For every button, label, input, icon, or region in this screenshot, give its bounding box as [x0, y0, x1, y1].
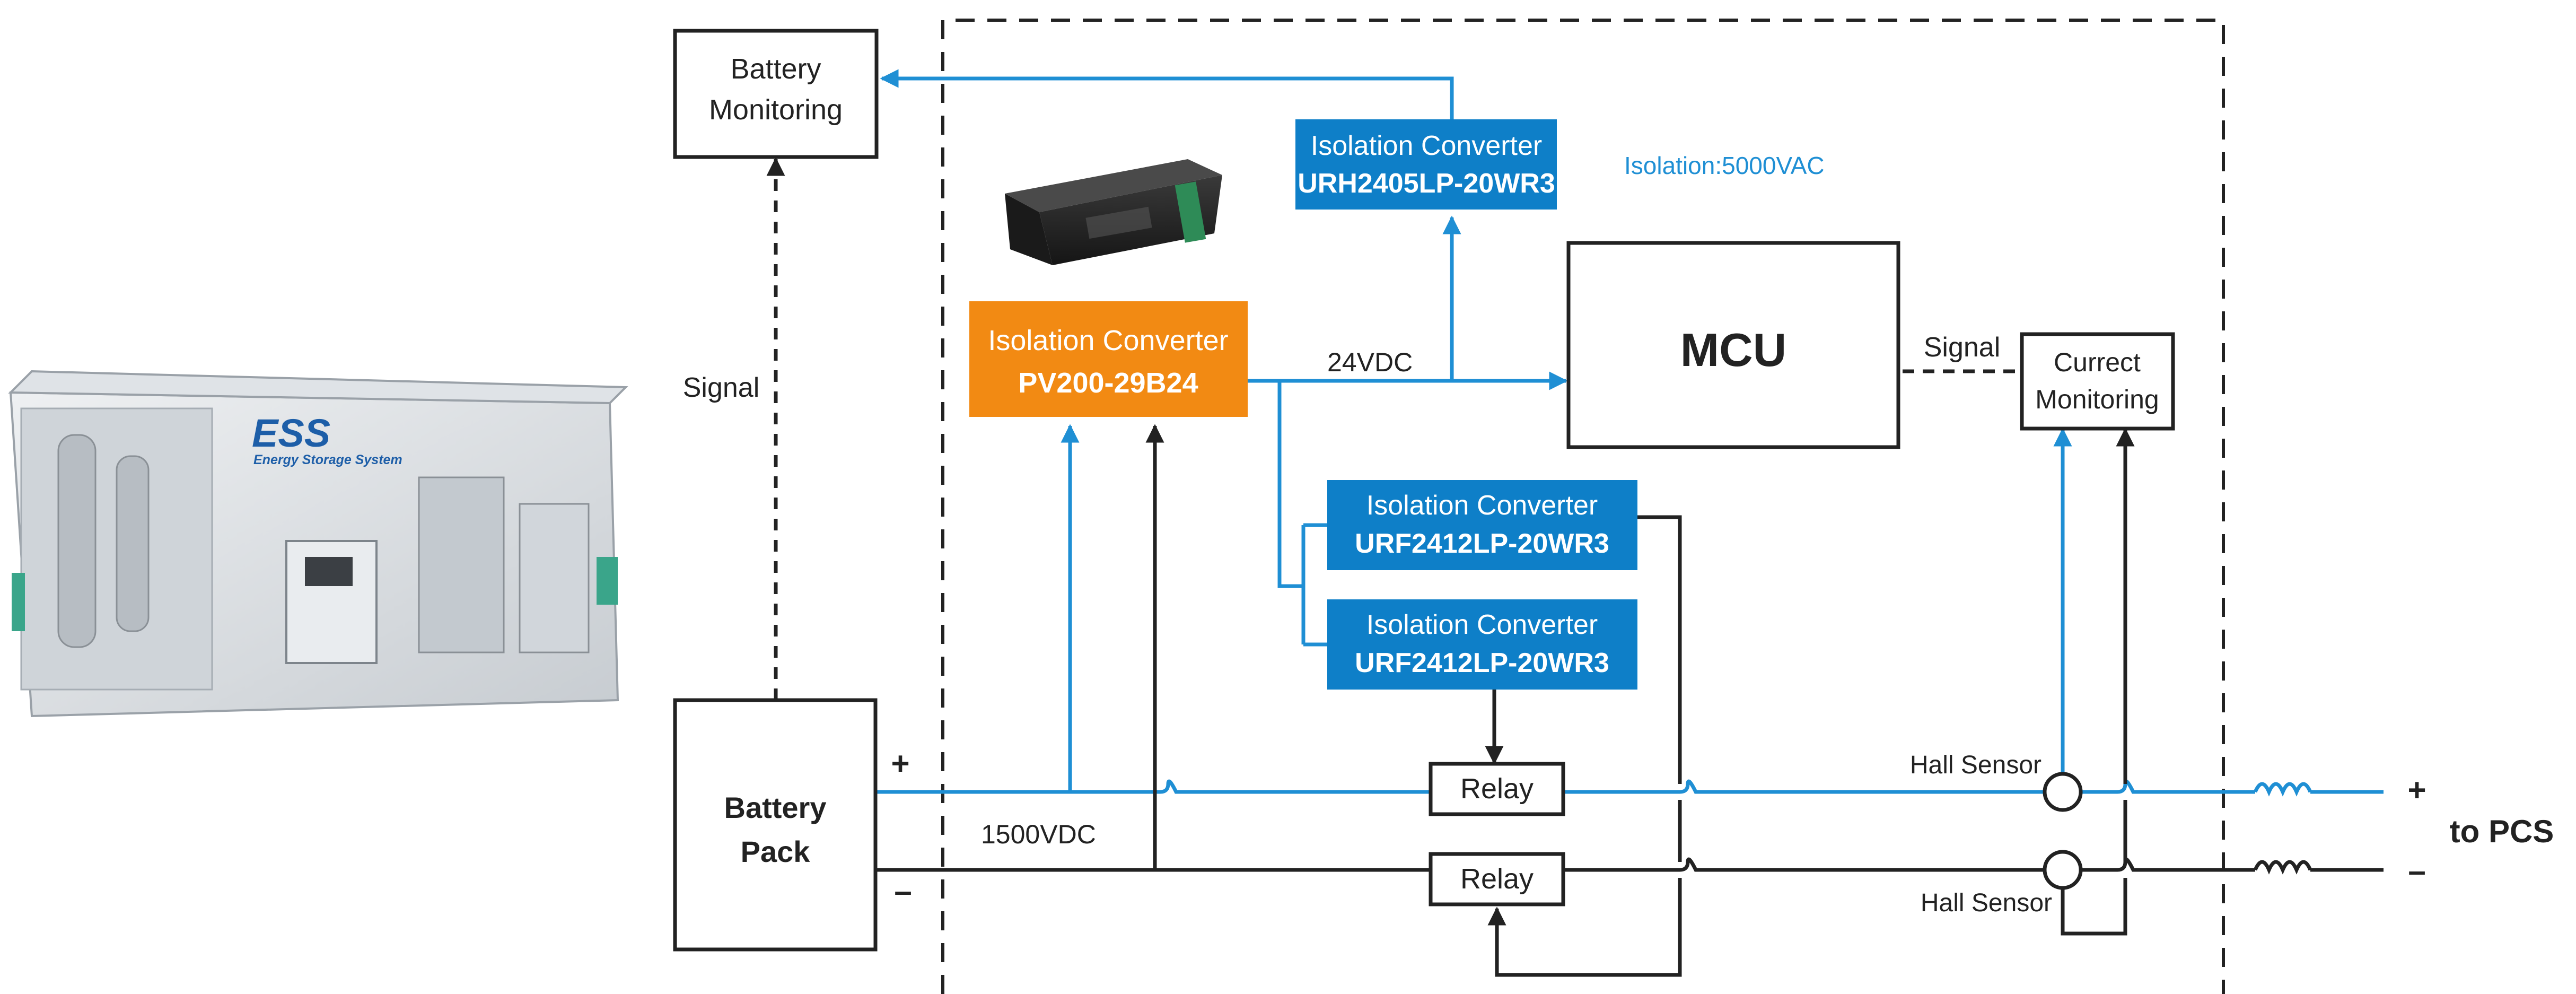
current-monitoring-line1: Currect [2054, 347, 2141, 377]
pv200-device-image [1005, 159, 1222, 265]
pv200-model: PV200-29B24 [1018, 367, 1198, 399]
urf2412-2-title: Isolation Converter [1366, 609, 1598, 640]
current-monitoring-block: Currect Monitoring [2020, 332, 2175, 431]
blue-wiring [877, 69, 2384, 797]
hall-sensor-bottom-icon [2043, 850, 2083, 890]
hall-sensor-top-icon [2043, 772, 2083, 812]
isolation-note: Isolation:5000VAC [1624, 152, 1825, 179]
battery-pack-line2: Pack [741, 835, 811, 868]
relay-top: Relay [1429, 762, 1565, 816]
to-pcs-label: to PCS [2450, 814, 2554, 849]
ess-logo-title: ESS [252, 411, 330, 455]
system-boundary [941, 19, 2225, 994]
battery-pack-line1: Battery [724, 791, 827, 824]
hall-sensor-bottom-label: Hall Sensor [1921, 889, 2052, 917]
urf2412-2-model: URF2412LP-20WR3 [1355, 648, 1609, 678]
vdc-24-label: 24VDC [1327, 347, 1413, 377]
battery-monitoring-line2: Monitoring [709, 94, 843, 126]
minus-right: – [2408, 853, 2425, 888]
black-wiring [766, 157, 2384, 977]
minus-left: – [894, 873, 912, 909]
relay-bottom-label: Relay [1460, 863, 1534, 895]
urf2412-1-title: Isolation Converter [1366, 490, 1598, 521]
isolation-converter-urf2412-2: Isolation Converter URF2412LP-20WR3 [1327, 599, 1637, 690]
signal-label-right: Signal [1924, 332, 2001, 363]
battery-pack-block: Battery Pack [673, 698, 878, 952]
plus-left: + [891, 746, 909, 781]
battery-monitoring-block: Battery Monitoring [673, 29, 879, 159]
mcu-label: MCU [1680, 324, 1786, 376]
urh2405-title: Isolation Converter [1311, 130, 1542, 161]
isolation-converter-urh2405: Isolation Converter URH2405LP-20WR3 [1295, 119, 1557, 210]
ess-logo-subtitle: Energy Storage System [253, 452, 402, 467]
signal-label-left: Signal [683, 372, 760, 403]
isolation-converter-pv200: Isolation Converter PV200-29B24 [969, 301, 1248, 417]
urh2405-model: URH2405LP-20WR3 [1298, 168, 1555, 199]
relay-top-label: Relay [1460, 773, 1534, 805]
current-monitoring-line2: Monitoring [2035, 385, 2159, 414]
mcu-block: MCU [1566, 241, 1900, 449]
urf2412-1-model: URF2412LP-20WR3 [1355, 528, 1609, 559]
ess-container-image: ESS Energy Storage System [8, 370, 628, 718]
relay-bottom: Relay [1429, 852, 1565, 906]
isolation-converter-urf2412-1: Isolation Converter URF2412LP-20WR3 [1327, 480, 1637, 570]
vdc-1500-label: 1500VDC [981, 819, 1096, 849]
plus-right: + [2407, 772, 2426, 808]
pv200-title: Isolation Converter [988, 325, 1228, 356]
battery-monitoring-line1: Battery [730, 53, 821, 85]
hall-sensor-top-label: Hall Sensor [1910, 751, 2041, 779]
